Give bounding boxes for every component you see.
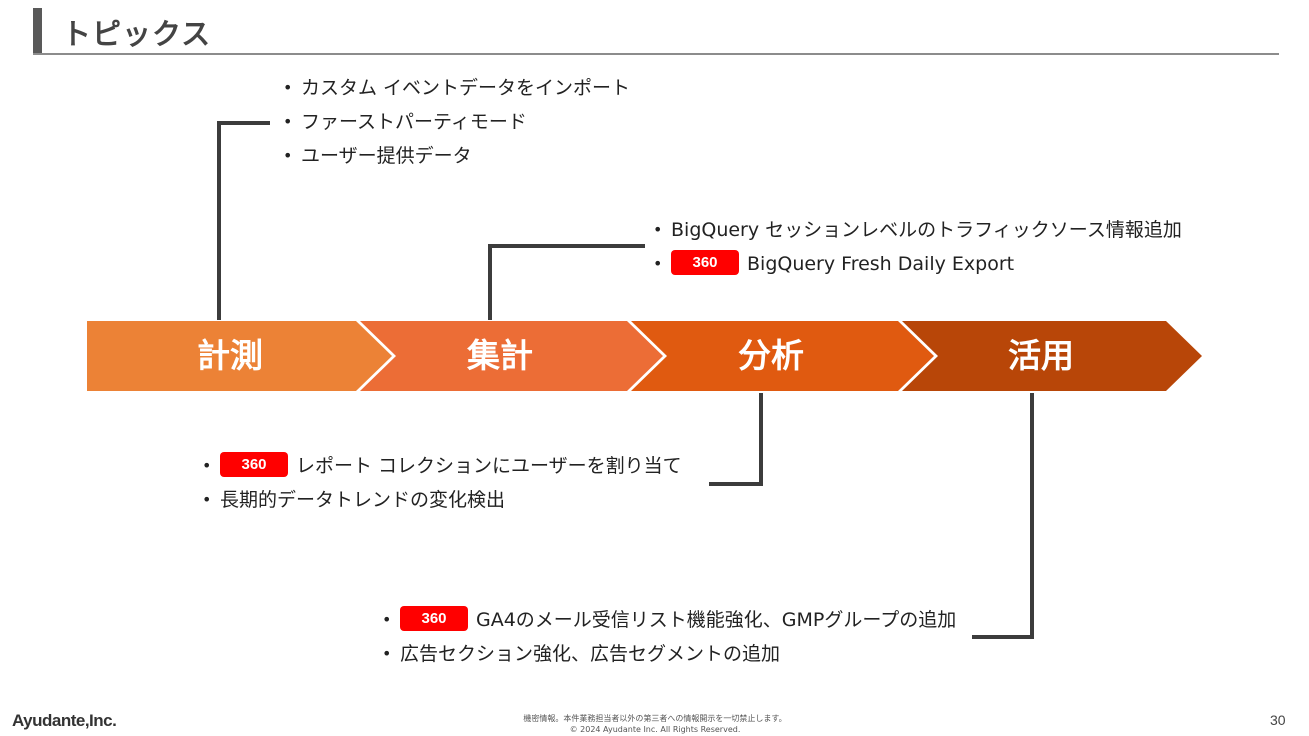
topic-list-analysis: 360 レポート コレクションにユーザーを割り当て 長期的データトレンドの変化検出 bbox=[202, 449, 682, 517]
copyright-line: © 2024 Ayudante Inc. All Rights Reserved… bbox=[569, 725, 741, 734]
topic-item: 360 レポート コレクションにユーザーを割り当て bbox=[202, 449, 682, 483]
topic-text: ユーザー提供データ bbox=[301, 145, 472, 167]
topic-list-activation: 360 GA4のメール受信リスト機能強化、GMPグループの追加 広告セクション強化… bbox=[382, 603, 956, 671]
stage-label-measure: 計測 bbox=[197, 336, 263, 375]
company-logo: Ayudante,Inc. bbox=[12, 711, 117, 730]
topic-text: 広告セクション強化、広告セグメントの追加 bbox=[400, 643, 781, 665]
stage-shape-analysis bbox=[631, 321, 934, 391]
title-underline bbox=[33, 53, 1279, 55]
title-accent-bar bbox=[33, 8, 42, 53]
topic-item: カスタム イベントデータをインポート bbox=[283, 71, 630, 105]
stage-shape-measure bbox=[87, 321, 392, 391]
notice-line: 機密情報。本件業務担当者以外の第三者への情報開示を一切禁止します。 bbox=[523, 714, 787, 723]
stage-shape-activation bbox=[902, 321, 1202, 391]
topic-item: 長期的データトレンドの変化検出 bbox=[202, 483, 682, 517]
topic-text: ファーストパーティモード bbox=[301, 111, 527, 133]
topic-item: 360 BigQuery Fresh Daily Export bbox=[653, 247, 1182, 281]
topic-list-aggregate: BigQuery セッションレベルのトラフィックソース情報追加 360 BigQu… bbox=[653, 213, 1182, 281]
connector-activation bbox=[972, 393, 1034, 639]
topic-text: レポート コレクションにユーザーを割り当て bbox=[296, 455, 682, 477]
page-title: トピックス bbox=[62, 17, 212, 51]
topic-list-measure: カスタム イベントデータをインポート ファーストパーティモード ユーザー提供デー… bbox=[283, 71, 630, 173]
connector-measure bbox=[217, 121, 270, 320]
stage-label-aggregate: 集計 bbox=[467, 336, 533, 375]
topic-item: ユーザー提供データ bbox=[283, 139, 630, 173]
page-number: 30 bbox=[1270, 712, 1286, 728]
topic-text: カスタム イベントデータをインポート bbox=[301, 77, 631, 99]
topic-item: 広告セクション強化、広告セグメントの追加 bbox=[382, 637, 956, 671]
topic-item: 360 GA4のメール受信リスト機能強化、GMPグループの追加 bbox=[382, 603, 956, 637]
topic-text: 長期的データトレンドの変化検出 bbox=[220, 489, 506, 511]
topic-text: BigQuery セッションレベルのトラフィックソース情報追加 bbox=[671, 219, 1182, 241]
topic-text: BigQuery Fresh Daily Export bbox=[747, 253, 1015, 275]
confidentiality-notice: 機密情報。本件業務担当者以外の第三者への情報開示を一切禁止します。 © 2024… bbox=[480, 713, 830, 735]
stage-shape-aggregate bbox=[360, 321, 663, 391]
ga360-badge: 360 bbox=[671, 250, 739, 275]
stage-label-activation: 活用 bbox=[1008, 336, 1074, 375]
topic-item: BigQuery セッションレベルのトラフィックソース情報追加 bbox=[653, 213, 1182, 247]
connector-aggregate bbox=[488, 244, 645, 320]
ga360-badge: 360 bbox=[220, 452, 288, 477]
stage-label-analysis: 分析 bbox=[738, 336, 804, 375]
topic-text: GA4のメール受信リスト機能強化、GMPグループの追加 bbox=[476, 609, 957, 631]
topic-item: ファーストパーティモード bbox=[283, 105, 630, 139]
ga360-badge: 360 bbox=[400, 606, 468, 631]
connector-analysis bbox=[709, 393, 763, 486]
